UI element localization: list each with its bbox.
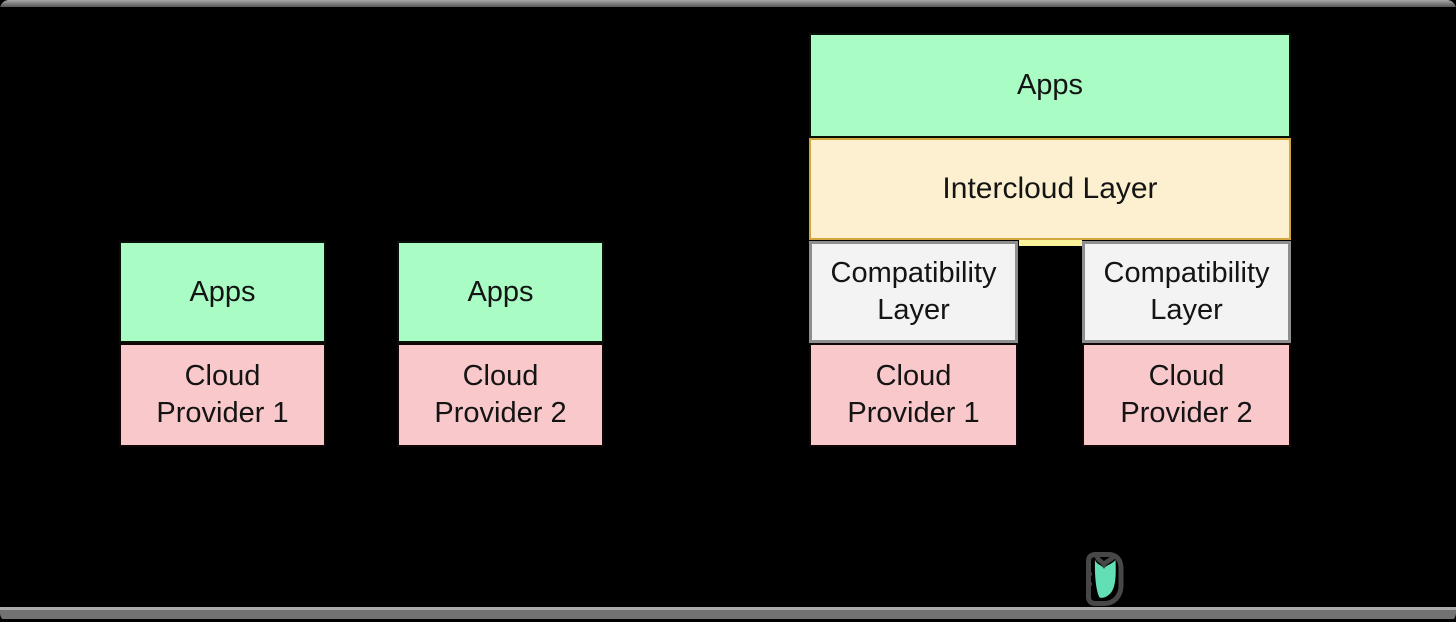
window-top-edge (0, 0, 1456, 7)
cloud-provider-2-box-right: Cloud Provider 2 (1082, 343, 1291, 447)
compatibility-layer-label: Compatibility Layer (830, 257, 997, 326)
apps-box-stack1: Apps (119, 241, 326, 343)
apps-box-intercloud: Apps (809, 33, 1291, 138)
compatibility-layer-box-2: Compatibility Layer (1082, 241, 1291, 343)
intercloud-layer-label: Intercloud Layer (942, 172, 1158, 206)
cloud-provider-2-label: Cloud Provider 2 (434, 360, 567, 429)
apps-box-stack2: Apps (397, 241, 604, 343)
window-bottom-edge (0, 607, 1456, 619)
apps-label: Apps (467, 275, 534, 308)
cloud-provider-1-label: Cloud Provider 1 (156, 360, 289, 429)
apps-label: Apps (189, 275, 256, 308)
cloud-provider-2-box-left: Cloud Provider 2 (397, 343, 604, 447)
brand-logo-icon (1086, 552, 1124, 606)
cloud-provider-1-box-right: Cloud Provider 1 (809, 343, 1018, 447)
cloud-provider-2-label: Cloud Provider 2 (1120, 360, 1253, 429)
compatibility-layer-box-1: Compatibility Layer (809, 241, 1018, 343)
apps-label: Apps (1016, 69, 1084, 102)
cloud-provider-1-box-left: Cloud Provider 1 (119, 343, 326, 447)
compatibility-layer-label: Compatibility Layer (1103, 257, 1270, 326)
intercloud-connector-strip (1019, 240, 1082, 246)
intercloud-layer-box: Intercloud Layer (809, 138, 1291, 240)
cloud-provider-1-label: Cloud Provider 1 (847, 360, 980, 429)
